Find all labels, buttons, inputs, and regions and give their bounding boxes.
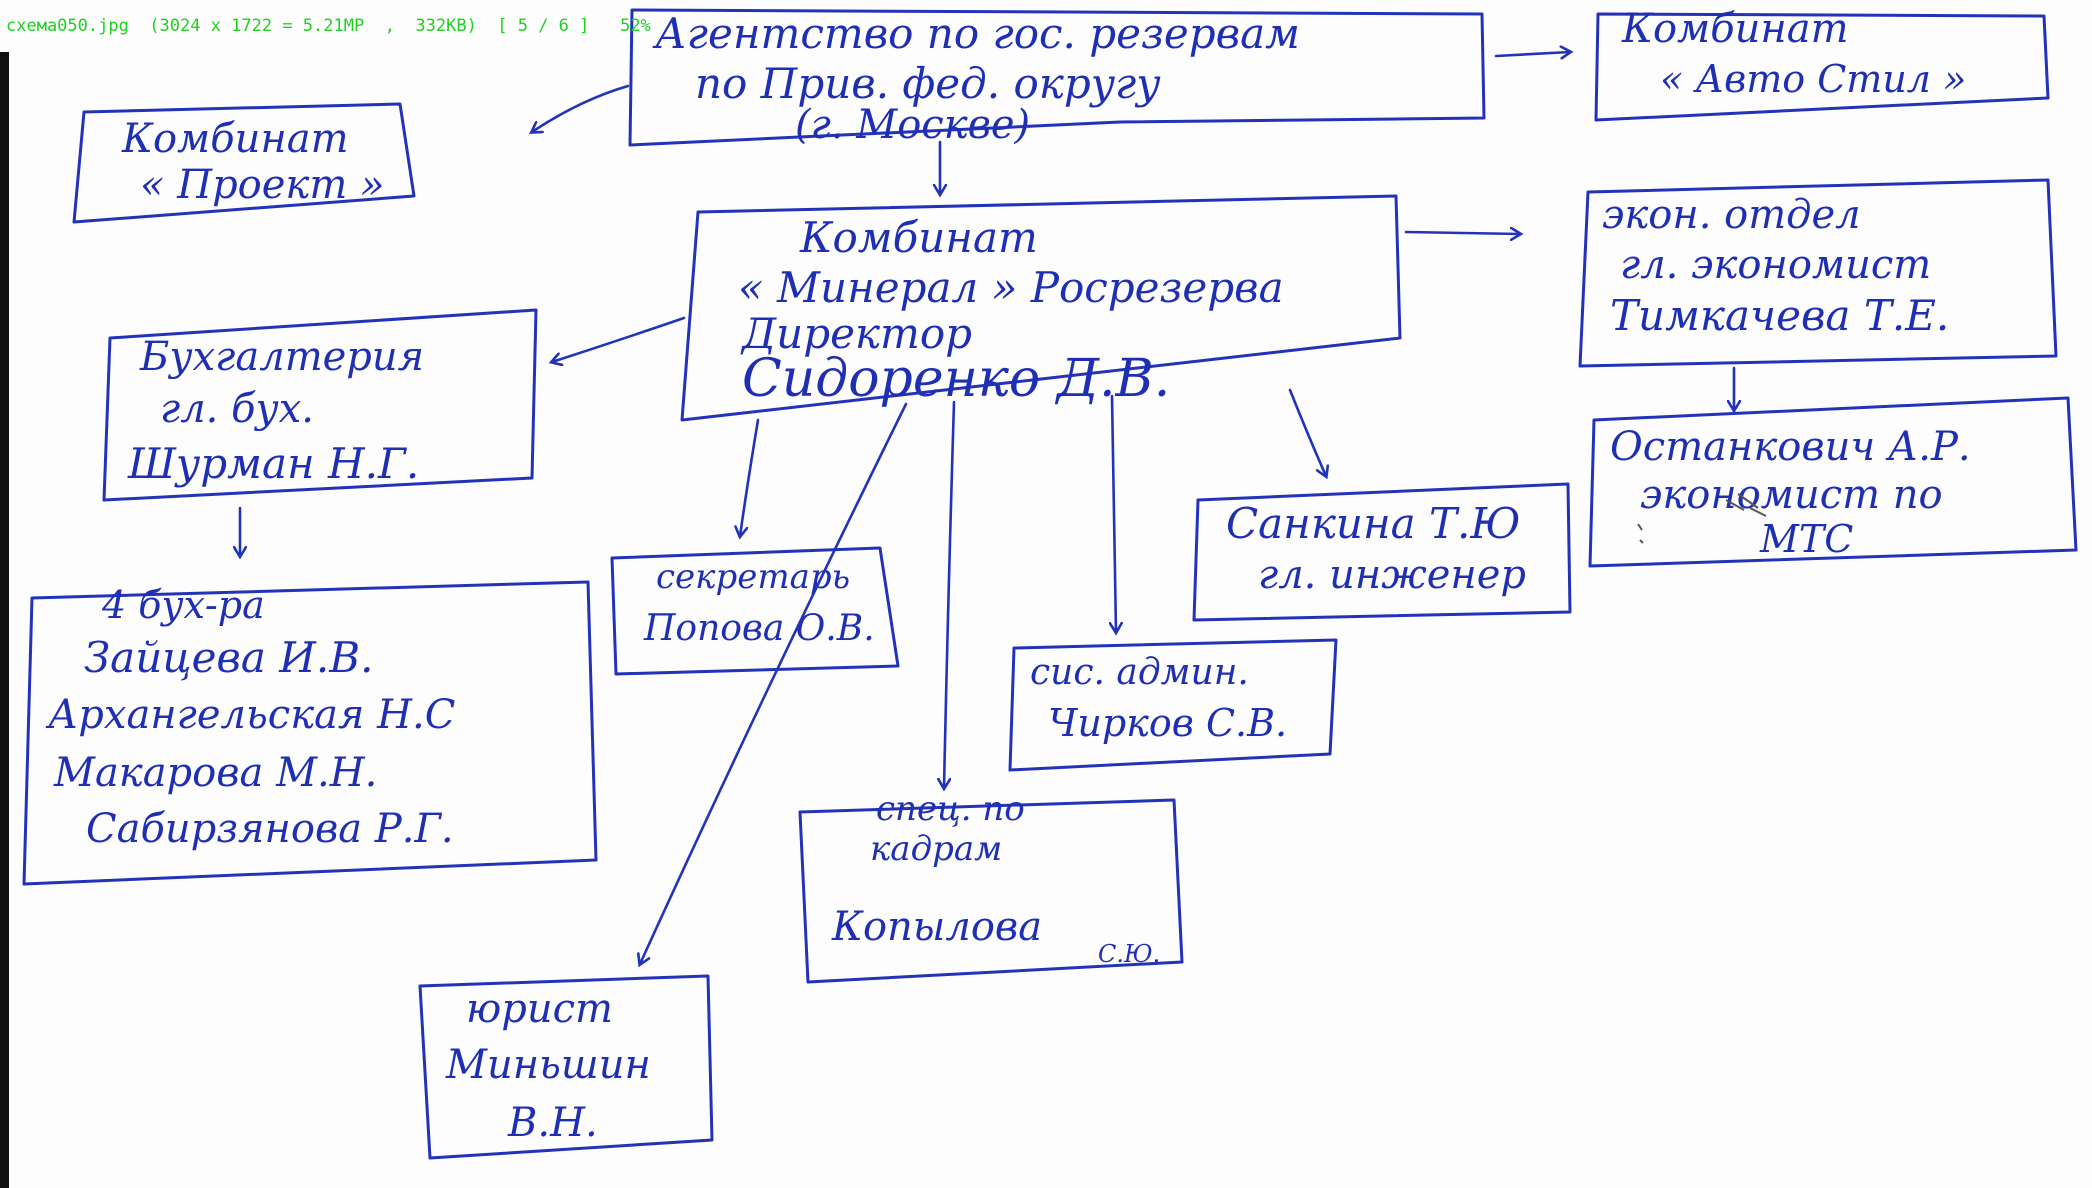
main-combine-line1: Комбинат [799,213,1038,262]
combine-auto-steel-line2: « Авто Стил » [1660,57,1966,101]
accountants-line1: 4 бух-ра [101,583,265,627]
combine-auto-steel-box: Комбинат « Авто Стил » [1594,6,2050,122]
main-combine-line4: Сидоренко Д.В. [742,349,1170,409]
sysadmin-box: сис. админ. Чирков С.В. [1008,638,1338,772]
economics-dept-line1: экон. отдел [1602,192,1861,238]
accounting-line1: Бухгалтерия [139,334,424,380]
lawyer-box: юрист Миньшин В.Н. [418,974,714,1160]
combine-project-line2: « Проект » [140,162,384,208]
combine-project-line1: Комбинат [121,116,349,162]
economics-dept-line2: гл. экономист [1620,242,1931,288]
arrow-main-to-sysadmin [1112,394,1116,632]
sysadmin-line2: Чирков С.В. [1048,701,1287,745]
arrow-agency-to-project [532,84,630,132]
sysadmin-line1: сис. админ. [1030,652,1249,693]
accountants-line2: Зайцева И.В. [84,633,373,682]
hr-specialist-box: спец. по кадрам Копылова С.Ю. [798,789,1184,984]
lawyer-line1: юрист [466,986,613,1032]
economist-mts-box: Останкович А.Р. экономист по МТС [1588,396,2078,568]
hr-specialist-line4: С.Ю. [1098,940,1160,968]
accountants-line4: Макарова М.Н. [53,750,377,796]
scribble-marks [1637,493,1767,544]
secretary-line1: секретарь [656,557,850,597]
main-combine-line2: « Минерал » Росрезерва [738,263,1284,312]
accountants-line5: Сабирзянова Р.Г. [86,806,454,852]
economist-mts-line2: экономист по [1640,472,1943,518]
agency-box: Агентство по гос. резервам по Прив. фед.… [628,8,1486,148]
main-combine-box: Комбинат « Минерал » Росрезерва Директор… [680,194,1402,422]
agency-line2: по Прив. фед. округу [695,59,1161,108]
hr-specialist-line2: кадрам [870,829,1002,869]
secretary-box: секретарь Попова О.В. [610,546,900,676]
accounting-line2: гл. бух. [160,386,314,432]
arrow-main-to-lawyer [640,402,908,964]
lawyer-line2: Миньшин [445,1042,651,1088]
economics-dept-box: экон. отдел гл. экономист Тимкачева Т.Е. [1578,178,2058,368]
agency-line3: (г. Москве) [795,102,1030,148]
accountants-line3: Архангельская Н.С [45,692,455,738]
agency-line1: Агентство по гос. резервам [652,9,1300,58]
economist-mts-line1: Останкович А.Р. [1610,424,1971,470]
economist-mts-line3: МТС [1759,517,1853,561]
secretary-line2: Попова О.В. [643,608,875,649]
viewer-left-edge [0,52,9,1188]
combine-auto-steel-line1: Комбинат [1621,6,1849,52]
arrow-main-to-hr [944,400,956,788]
chief-engineer-box: Санкина Т.Ю гл. инженер [1192,482,1572,622]
image-info-status: схема050.jpg (3024 x 1722 = 5.21MP , 332… [6,16,651,36]
lawyer-line3: В.Н. [507,1100,598,1146]
economics-dept-line3: Тимкачева Т.Е. [1610,291,1949,340]
arrow-main-to-accounting [552,316,686,362]
chief-engineer-line2: гл. инженер [1258,552,1526,598]
accounting-box: Бухгалтерия гл. бух. Шурман Н.Г. [102,308,538,502]
accounting-line3: Шурман Н.Г. [127,439,419,488]
arrow-main-to-secretary [740,418,760,536]
arrow-main-to-economics [1404,232,1520,234]
combine-project-box: Комбинат « Проект » [72,102,416,224]
hr-specialist-line1: спец. по [876,789,1025,829]
chief-engineer-line1: Санкина Т.Ю [1226,499,1521,548]
main-combine-line3: Директор [740,309,972,358]
arrow-main-to-engineer [1288,388,1326,476]
hr-specialist-line3: Копылова [831,904,1042,950]
accountants-box: 4 бух-ра Зайцева И.В. Архангельская Н.С … [22,580,598,886]
arrow-agency-to-auto-steel [1494,52,1570,56]
